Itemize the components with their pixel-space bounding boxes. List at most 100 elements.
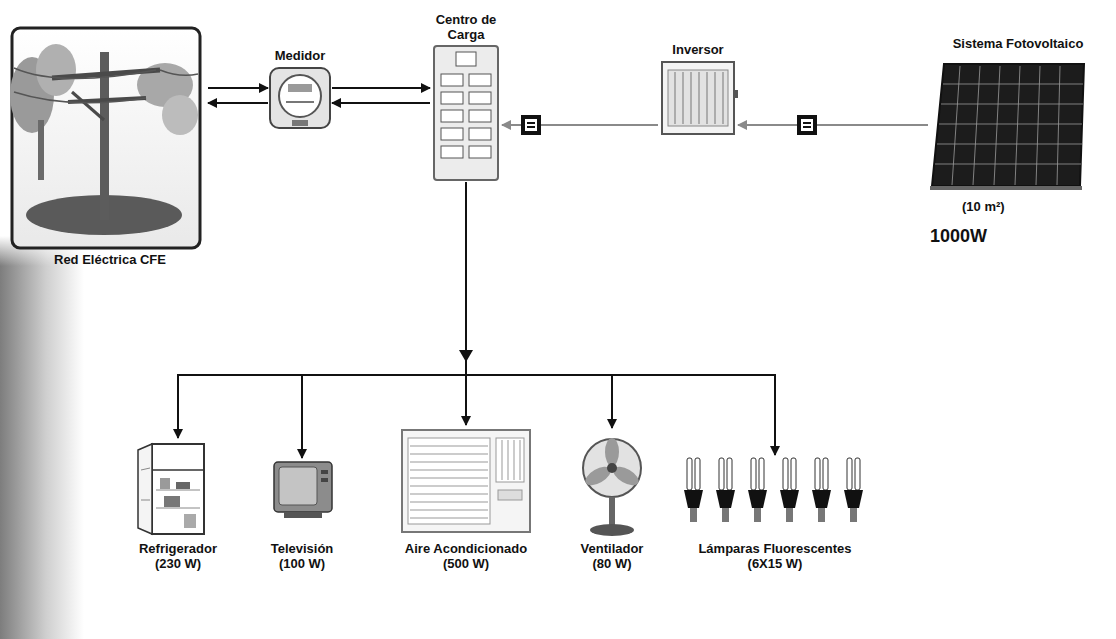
switch-symbol-part [527,122,535,124]
load-center-node: Centro de Carga [430,12,502,182]
refrigerator-icon-part [156,508,200,509]
meter-icon-part [279,75,321,117]
power-pole-icon-part [14,68,156,79]
load-center-icon-part [469,128,491,140]
air-conditioner-icon-part [410,510,488,511]
fluorescent-lamps-icon-part-part [812,490,831,508]
solar-panel-icon-part [930,186,1082,190]
load-center-icon [434,46,498,180]
side-bar-part [0,236,84,639]
fluorescent-lamps-icon-part-part [844,490,863,508]
fluorescent-lamps-icon-part-part [855,458,860,490]
fluorescent-lamps-icon-part-part [716,490,735,508]
flow-arrow [332,102,430,104]
load-node: Aire Acondicionado(500 W) [396,425,536,571]
load-center-icon-part [441,110,463,122]
trunk-arrowhead-part [459,350,473,362]
node-value: (6X15 W) [668,556,882,571]
television-icon-part [284,512,322,518]
refrigerator-icon-part [152,444,204,534]
refrigerator-icon-part [141,468,150,470]
node-label: Sistema Fotovoltaico [928,36,1108,51]
fluorescent-lamps-icon-part-part [786,508,793,522]
flow-arrow [738,124,928,126]
refrigerator-icon-part [152,469,204,471]
air-conditioner-icon-part [508,440,509,480]
flow-arrow [208,87,268,89]
television-icon-part [321,470,328,474]
switch-symbol [797,115,817,135]
fluorescent-lamps-icon-part-part [823,458,828,490]
node-label: Inversor [658,42,738,57]
fluorescent-lamps-icon-part-part [748,490,767,508]
switch-symbol-part [803,126,811,128]
switch-symbol-part [525,119,537,131]
fan-icon-part [605,438,619,466]
power-pole-icon-part [160,70,198,75]
inverter-icon-part [691,72,692,124]
air-conditioner-icon-part [410,502,488,503]
solar-panel-icon-part [941,104,1083,105]
grid-node: Red Eléctrica CFE [12,28,208,267]
air-conditioner-icon-part [410,486,488,487]
television-icon-part [279,467,317,505]
solar-panel-icon-part [935,164,1081,165]
load-center-icon-part [434,46,498,180]
node-value: (10 m²) [962,199,1005,214]
node-label: Medidor [268,48,332,63]
fluorescent-lamps-icon-part-part [687,458,692,490]
flow-arrow [332,87,430,89]
meter-icon-part [286,101,314,103]
node-value: (80 W) [567,556,657,571]
refrigerator-icon-part [156,490,200,491]
node-label: Televisión [262,541,342,556]
solar-panel-icon-part [937,144,1082,145]
load-center-icon-part [441,128,463,140]
solar-node: Sistema Fotovoltaico (10 m²) 1000W [928,36,1108,258]
fluorescent-lamps-icon-part [812,458,831,522]
inverter-icon-part [662,62,734,134]
inverter-node: Inversor [658,42,738,138]
node-label: Lámparas Fluorescentes [668,541,882,556]
fluorescent-lamps-icon-part [684,458,703,522]
node-value: (230 W) [128,556,228,571]
power-pole-icon-part [14,92,146,103]
fluorescent-lamps-icon-part-part [850,508,857,522]
fluorescent-lamps-icon-part-part [719,458,724,490]
load-node: Lámparas Fluorescentes(6X15 W) [668,455,882,571]
load-center-icon-part [441,146,463,158]
fluorescent-lamps-icon-part-part [695,458,700,490]
inverter-icon-part [675,72,676,124]
power-pole-icon-part [38,120,44,180]
fan-icon [582,438,641,536]
refrigerator-icon-part [176,482,190,489]
refrigerator-icon-part [184,514,196,528]
load-center-icon-part [469,92,491,104]
inverter-icon-part [668,70,728,126]
fluorescent-lamps-icon-part-part [815,458,820,490]
solar-panel-icon-part [943,84,1083,85]
inverter-icon-part [699,72,700,124]
meter-icon [270,68,330,128]
inverter-icon-part [683,72,684,124]
air-conditioner-icon-part [402,430,530,532]
node-value: 1000W [930,226,987,246]
air-conditioner-icon-part [410,518,488,519]
fluorescent-lamps-icon-part [844,458,863,522]
fluorescent-lamps-icon-part-part [818,508,825,522]
switch-symbol-part [521,115,541,135]
air-conditioner-icon-part [498,490,522,500]
meter-icon-part [292,120,308,126]
load-node: Refrigerador(230 W) [128,438,228,571]
fan-icon-part [609,497,615,527]
fluorescent-lamps-icon-part-part [759,458,764,490]
refrigerator-icon-part [160,478,170,489]
fluorescent-lamps-icon [684,458,863,522]
flow-arrow [302,182,466,458]
load-center-icon-part [469,146,491,158]
load-center-icon-part [441,92,463,104]
air-conditioner-icon-part [410,478,488,479]
flow-arrow [208,102,268,104]
fluorescent-lamps-icon-part [780,458,799,522]
inverter-icon [662,62,738,134]
